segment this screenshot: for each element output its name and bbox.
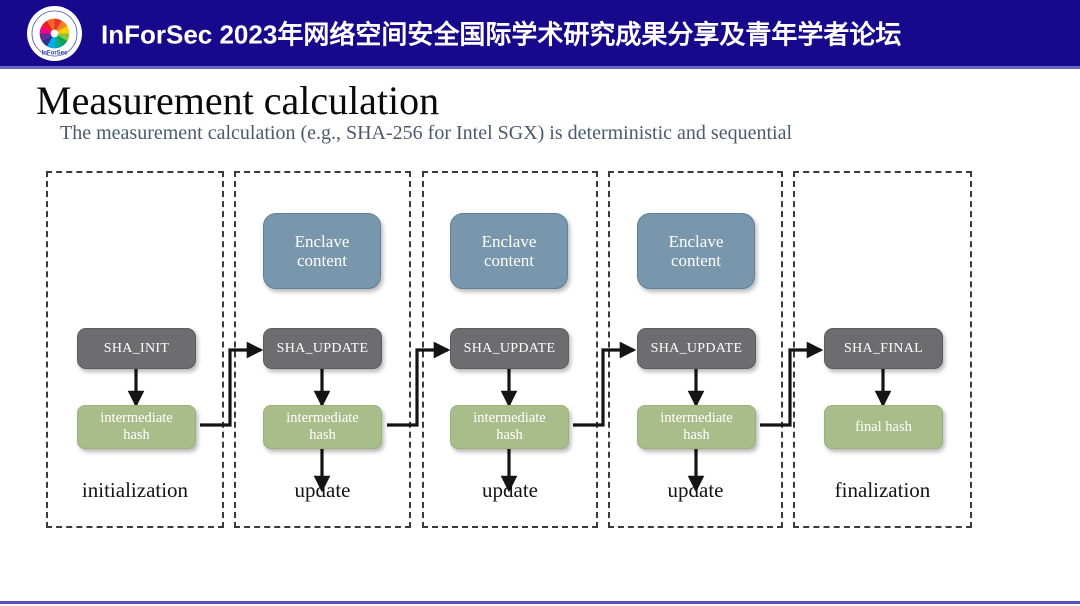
header-banner: InForSec InForSec 2023年网络空间安全国际学术研究成果分享及… (0, 0, 1080, 66)
panel-label-finalization: finalization (834, 478, 931, 502)
node-sha-update-3[interactable]: SHA_UPDATE (637, 328, 756, 369)
wire-hash-to-next-1 (387, 341, 451, 427)
node-sha-init[interactable]: SHA_INIT (77, 328, 196, 369)
page-title: Measurement calculation (36, 78, 440, 123)
wire-hash-to-next-3 (760, 341, 824, 427)
node-sha-final[interactable]: SHA_FINAL (824, 328, 943, 369)
connector-wires (127, 341, 892, 493)
panel-label-initialization: initialization (81, 478, 189, 502)
slide-bottom-rule (0, 601, 1080, 604)
node-sha-update-1[interactable]: SHA_UPDATE (263, 328, 382, 369)
svg-text:InForSec: InForSec (42, 50, 69, 56)
inforsec-logo-icon: InForSec (27, 6, 82, 61)
wire-hash-to-next-2 (573, 341, 637, 427)
banner-title: InForSec 2023年网络空间安全国际学术研究成果分享及青年学者论坛 (101, 19, 902, 50)
node-sha-update-2[interactable]: SHA_UPDATE (450, 328, 569, 369)
node-final-hash[interactable]: final hash (824, 405, 943, 449)
measurement-flow-diagram: initialization update update update fina… (0, 160, 1080, 550)
panel-initialization: initialization (46, 171, 224, 528)
page-subtitle: The measurement calculation (e.g., SHA-2… (60, 122, 793, 144)
wire-hash-to-next-0 (200, 341, 264, 427)
banner-underline (0, 66, 1080, 69)
